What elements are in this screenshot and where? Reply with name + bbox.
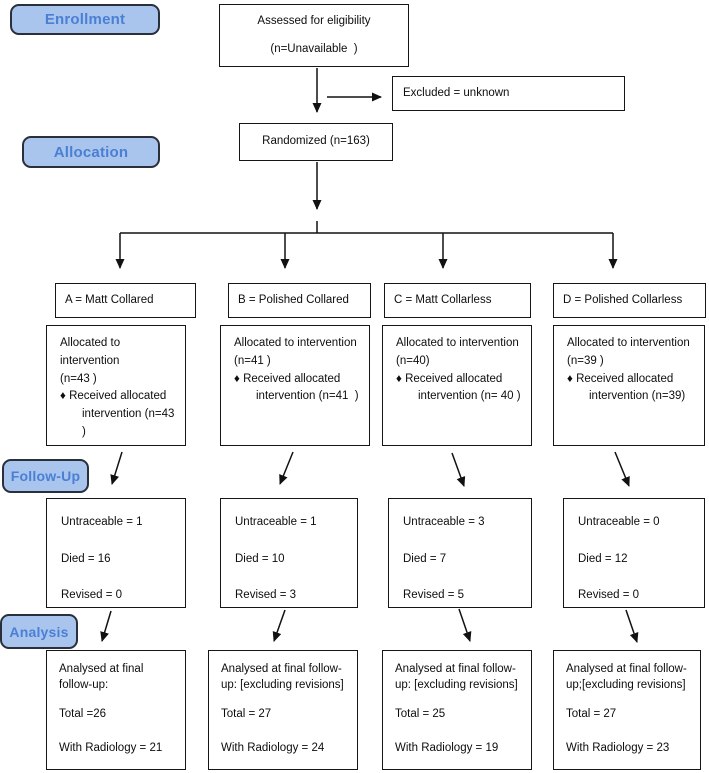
- arm-header-a: A = Matt Collared: [55, 283, 196, 318]
- allocated-d-line1: Allocated to intervention: [567, 337, 690, 349]
- followup-box-c: Untraceable = 3 Died = 7 Revised = 5: [388, 498, 532, 608]
- allocated-c-line2: (n=40): [396, 354, 430, 367]
- allocated-box-c: Allocated to intervention (n=40) ♦ Recei…: [382, 325, 532, 446]
- allocated-c-line4: intervention (n= 40 ): [418, 390, 521, 403]
- allocated-b-line2: (n=41 ): [234, 354, 271, 367]
- allocated-a-line4: intervention (n=43 ): [82, 408, 181, 439]
- allocated-b-line3: ♦ Received allocated: [234, 372, 341, 385]
- arrow-analysis-c: [458, 608, 472, 642]
- stage-label-analysis: Analysis: [0, 614, 78, 649]
- analysis-c-radiology: With Radiology = 19: [395, 741, 499, 754]
- followup-d-untraceable: Untraceable = 0: [578, 516, 660, 528]
- allocated-box-b: Allocated to intervention (n=41 ) ♦ Rece…: [220, 325, 370, 446]
- followup-b-died: Died = 10: [235, 552, 285, 565]
- arrow-followup-c: [451, 452, 466, 487]
- allocated-box-d: Allocated to intervention (n=39 ) ♦ Rece…: [553, 325, 705, 446]
- followup-b-untraceable: Untraceable = 1: [235, 516, 317, 528]
- allocated-b-line1: Allocated to intervention: [234, 337, 357, 349]
- followup-c-revised: Revised = 5: [403, 589, 465, 602]
- followup-box-a: Untraceable = 1 Died = 16 Revised = 0: [46, 498, 186, 608]
- arrow-followup-b: [279, 451, 294, 485]
- stage-label-allocation: Allocation: [22, 136, 160, 168]
- stage-label-enrollment: Enrollment: [10, 4, 160, 35]
- arrow-analysis-d: [625, 609, 639, 643]
- arrow-analysis-b: [272, 609, 286, 642]
- assessed-eligibility-box: Assessed for eligibility (n=Unavailable …: [219, 4, 409, 67]
- allocated-a-line2: (n=43 ): [60, 372, 97, 385]
- allocated-c-line1: Allocated to intervention: [396, 337, 519, 349]
- analysis-box-c: Analysed at final follow- up: [excluding…: [382, 650, 532, 770]
- arrow-analysis-a: [100, 610, 112, 642]
- allocated-d-line3: ♦ Received allocated: [567, 372, 674, 385]
- randomized-box: Randomized (n=163): [239, 123, 393, 161]
- followup-d-revised: Revised = 0: [578, 589, 640, 602]
- arm-header-a-label: A = Matt Collared: [65, 293, 154, 306]
- allocated-a-line1: Allocated to intervention: [60, 337, 124, 367]
- arm-header-c-label: C = Matt Collarless: [394, 293, 492, 306]
- followup-box-b: Untraceable = 1 Died = 10 Revised = 3: [220, 498, 358, 608]
- analysis-a-title: Analysed at final follow-up:: [59, 663, 144, 691]
- analysis-a-radiology: With Radiology = 21: [59, 741, 163, 754]
- arm-header-d: D = Polished Collarless: [553, 283, 706, 318]
- arm-header-d-label: D = Polished Collarless: [563, 293, 683, 306]
- analysis-d-total: Total = 27: [566, 708, 617, 721]
- followup-c-untraceable: Untraceable = 3: [403, 516, 485, 528]
- arm-header-c: C = Matt Collarless: [384, 283, 531, 318]
- followup-a-died: Died = 16: [61, 552, 111, 565]
- assessed-n: (n=Unavailable ): [270, 42, 358, 55]
- followup-a-untraceable: Untraceable = 1: [61, 516, 143, 528]
- analysis-b-title: Analysed at final follow- up: [excluding…: [221, 663, 344, 691]
- followup-c-died: Died = 7: [403, 552, 447, 565]
- followup-box-d: Untraceable = 0 Died = 12 Revised = 0: [563, 498, 705, 608]
- followup-d-died: Died = 12: [578, 552, 628, 565]
- analysis-b-total: Total = 27: [221, 708, 272, 721]
- arm-header-b-label: B = Polished Collared: [238, 293, 349, 306]
- followup-a-revised: Revised = 0: [61, 589, 123, 602]
- excluded-text: Excluded = unknown: [403, 86, 510, 99]
- randomized-text: Randomized (n=163): [262, 135, 370, 148]
- arrow-followup-d: [614, 451, 630, 487]
- allocated-a-line3: ♦ Received allocated: [60, 390, 167, 403]
- analysis-c-title: Analysed at final follow- up: [excluding…: [395, 663, 518, 691]
- analysis-c-total: Total = 25: [395, 708, 446, 721]
- analysis-b-radiology: With Radiology = 24: [221, 741, 325, 754]
- allocated-d-line2: (n=39 ): [567, 354, 604, 367]
- allocated-box-a: Allocated to intervention (n=43 ) ♦ Rece…: [46, 325, 186, 446]
- allocated-b-line4: intervention (n=41 ): [256, 390, 359, 403]
- allocated-c-line3: ♦ Received allocated: [396, 372, 503, 385]
- analysis-box-d: Analysed at final follow- up;[excluding …: [553, 650, 701, 770]
- allocated-d-line4: intervention (n=39): [589, 390, 686, 403]
- arm-header-b: B = Polished Collared: [228, 283, 371, 318]
- excluded-box: Excluded = unknown: [392, 76, 625, 111]
- analysis-d-title: Analysed at final follow- up;[excluding …: [566, 663, 687, 691]
- stage-label-followup: Follow-Up: [2, 459, 89, 493]
- arrow-followup-a: [110, 451, 123, 485]
- analysis-d-radiology: With Radiology = 23: [566, 741, 670, 754]
- analysis-a-total: Total =26: [59, 708, 106, 721]
- analysis-box-a: Analysed at final follow-up: Total =26 W…: [46, 650, 186, 770]
- followup-b-revised: Revised = 3: [235, 589, 297, 602]
- analysis-box-b: Analysed at final follow- up: [excluding…: [208, 650, 358, 770]
- assessed-title: Assessed for eligibility: [257, 15, 371, 27]
